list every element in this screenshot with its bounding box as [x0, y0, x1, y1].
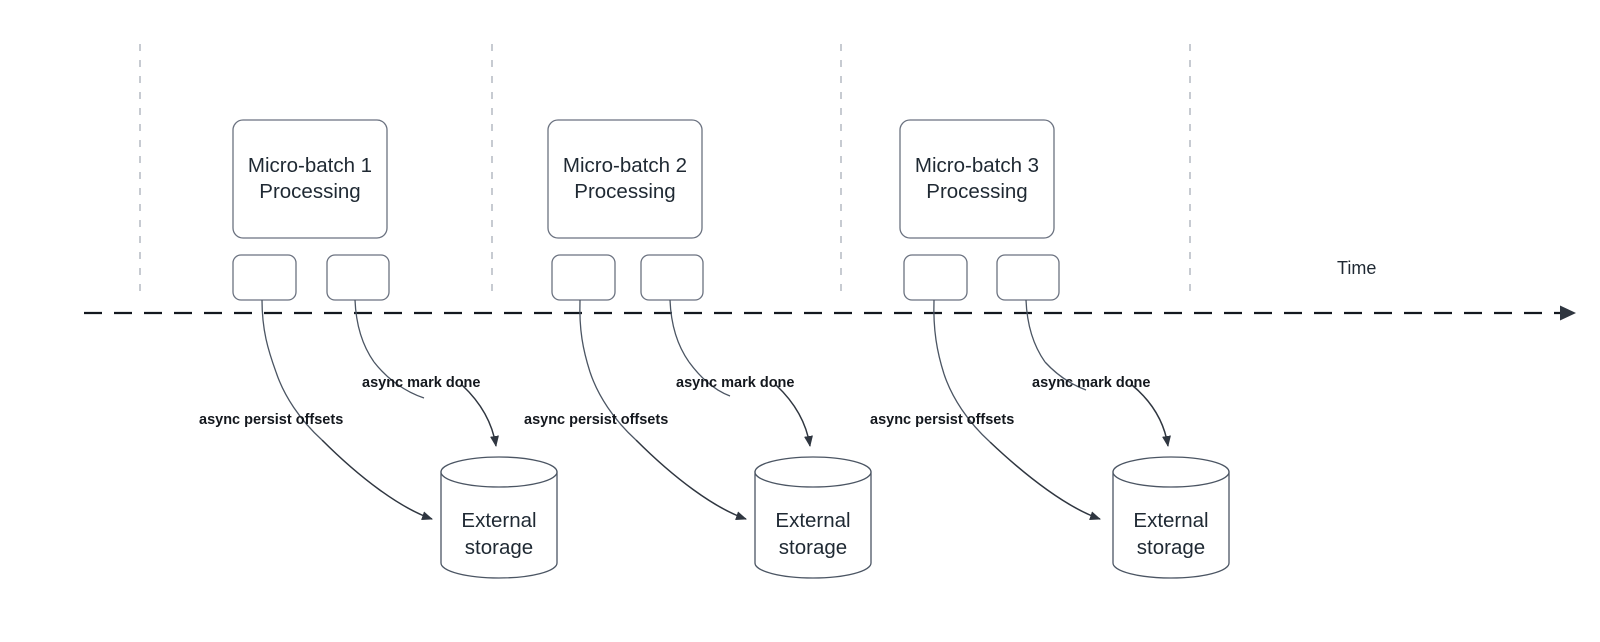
micro-batch-2-persist-arrow [635, 439, 747, 520]
micro-batch-2-markdone-arrow [775, 384, 813, 447]
micro-batch-3-persist-arrow [989, 441, 1101, 520]
external-storage-1-top [440, 456, 558, 488]
time-axis-arrowhead [1560, 305, 1576, 321]
micro-batch-2-title-line2: Processing [574, 180, 675, 203]
micro-batch-1-title-line2: Processing [259, 180, 360, 203]
external-storage-2-label-line1: External [775, 509, 850, 532]
micro-batch-3-title-line1: Micro-batch 3 [915, 154, 1039, 177]
external-storage-1-label-line1: External [461, 509, 536, 532]
external-storage-3-body [1112, 471, 1230, 579]
micro-batch-3-box[interactable] [899, 119, 1055, 239]
external-storage-3-label-line2: storage [1137, 536, 1205, 559]
micro-batch-2-persist-stem [579, 299, 591, 373]
micro-batch-1-markdone-stem-lower [373, 361, 425, 399]
micro-batch-1-persist-arrow [321, 439, 433, 520]
micro-batch-1-persist-stem [261, 299, 277, 373]
micro-batch-3-persist-stem-lower [943, 373, 991, 443]
micro-batch-3-markdone-label: async mark done [1032, 375, 1150, 391]
external-storage-2-top [754, 456, 872, 488]
external-storage-3[interactable]: External storage [1112, 456, 1230, 579]
external-storage-1-label-line2: storage [465, 536, 533, 559]
external-storage-3-label-line1: External [1133, 509, 1208, 532]
micro-batch-3-markdone-stem-lower [1044, 361, 1087, 391]
micro-batch-2-persist-label: async persist offsets [524, 412, 668, 428]
micro-batch-2-markdone-label: async mark done [676, 375, 794, 391]
micro-batch-3-task-right[interactable] [996, 254, 1060, 301]
external-storage-2-body [754, 471, 872, 579]
micro-batch-1-persist-stem-lower [275, 371, 323, 441]
micro-batch-2-box[interactable] [547, 119, 703, 239]
micro-batch-3-task-left[interactable] [903, 254, 968, 301]
micro-batch-1-title-line1: Micro-batch 1 [248, 154, 372, 177]
batch-group-1: Micro-batch 1 Processing async persist o… [199, 119, 558, 579]
micro-batch-3-persist-label: async persist offsets [870, 412, 1014, 428]
micro-batch-2-task-right[interactable] [640, 254, 704, 301]
micro-batch-3-markdone-arrow [1131, 384, 1171, 447]
micro-batch-2-persist-stem-lower [589, 371, 637, 441]
external-storage-2[interactable]: External storage [754, 456, 872, 579]
micro-batch-3-title-line2: Processing [926, 180, 1027, 203]
batch-group-3: Micro-batch 3 Processing async persist o… [870, 119, 1230, 579]
external-storage-1-body [440, 471, 558, 579]
time-axis-label: Time [1337, 258, 1376, 278]
batch-group-2: Micro-batch 2 Processing async persist o… [524, 119, 872, 579]
micro-batch-1-task-left[interactable] [232, 254, 297, 301]
micro-batch-1-persist-label: async persist offsets [199, 412, 343, 428]
micro-batch-2-markdone-stem [669, 299, 690, 363]
micro-batch-1-markdone-label: async mark done [362, 375, 480, 391]
external-storage-3-top [1112, 456, 1230, 488]
micro-batch-2-title-line1: Micro-batch 2 [563, 154, 687, 177]
micro-batch-2-markdone-stem-lower [688, 361, 731, 397]
micro-batch-1-box[interactable] [232, 119, 388, 239]
micro-batch-2-task-left[interactable] [551, 254, 616, 301]
external-storage-2-label-line2: storage [779, 536, 847, 559]
micro-batch-1-markdone-arrow [461, 384, 499, 447]
micro-batch-3-markdone-stem [1025, 299, 1046, 363]
micro-batch-3-persist-stem [933, 299, 945, 375]
micro-batch-1-task-right[interactable] [326, 254, 390, 301]
external-storage-1[interactable]: External storage [440, 456, 558, 579]
micro-batch-1-markdone-stem [354, 299, 375, 363]
